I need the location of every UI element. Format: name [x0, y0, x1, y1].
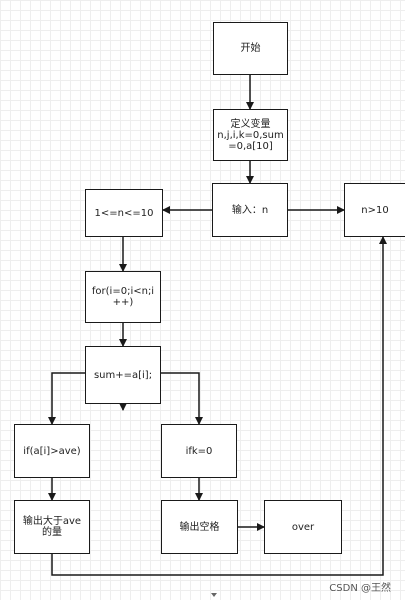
node-n-range[interactable]: 1<=n<=10 [85, 189, 163, 237]
edge-output-to-ngt10 [51, 236, 387, 576]
node-if-gt-ave[interactable]: if(a[i]>ave) [14, 424, 90, 478]
node-sum-add[interactable]: sum+=a[i]; [85, 346, 161, 404]
edge-sum-to-ifk [161, 372, 203, 425]
node-define-vars[interactable]: 定义变量 n,j,i,k=0,sum =0,a[10] [213, 109, 288, 161]
scroll-down-indicator-icon[interactable] [211, 593, 217, 597]
node-output-count[interactable]: 输出大于ave 的量 [14, 500, 90, 554]
node-start[interactable]: 开始 [213, 22, 288, 75]
node-n-gt-10[interactable]: n>10 [344, 183, 405, 237]
node-for-loop[interactable]: for(i=0;i<n;i ++) [85, 271, 161, 323]
node-over[interactable]: over [264, 500, 342, 554]
node-output-space[interactable]: 输出空格 [161, 500, 238, 554]
csdn-watermark: CSDN @王然 [329, 583, 391, 594]
edge-sum-to-if-ave [48, 372, 85, 425]
node-input-n[interactable]: 输入：n [212, 183, 288, 237]
node-if-k-zero[interactable]: ifk=0 [161, 424, 237, 478]
